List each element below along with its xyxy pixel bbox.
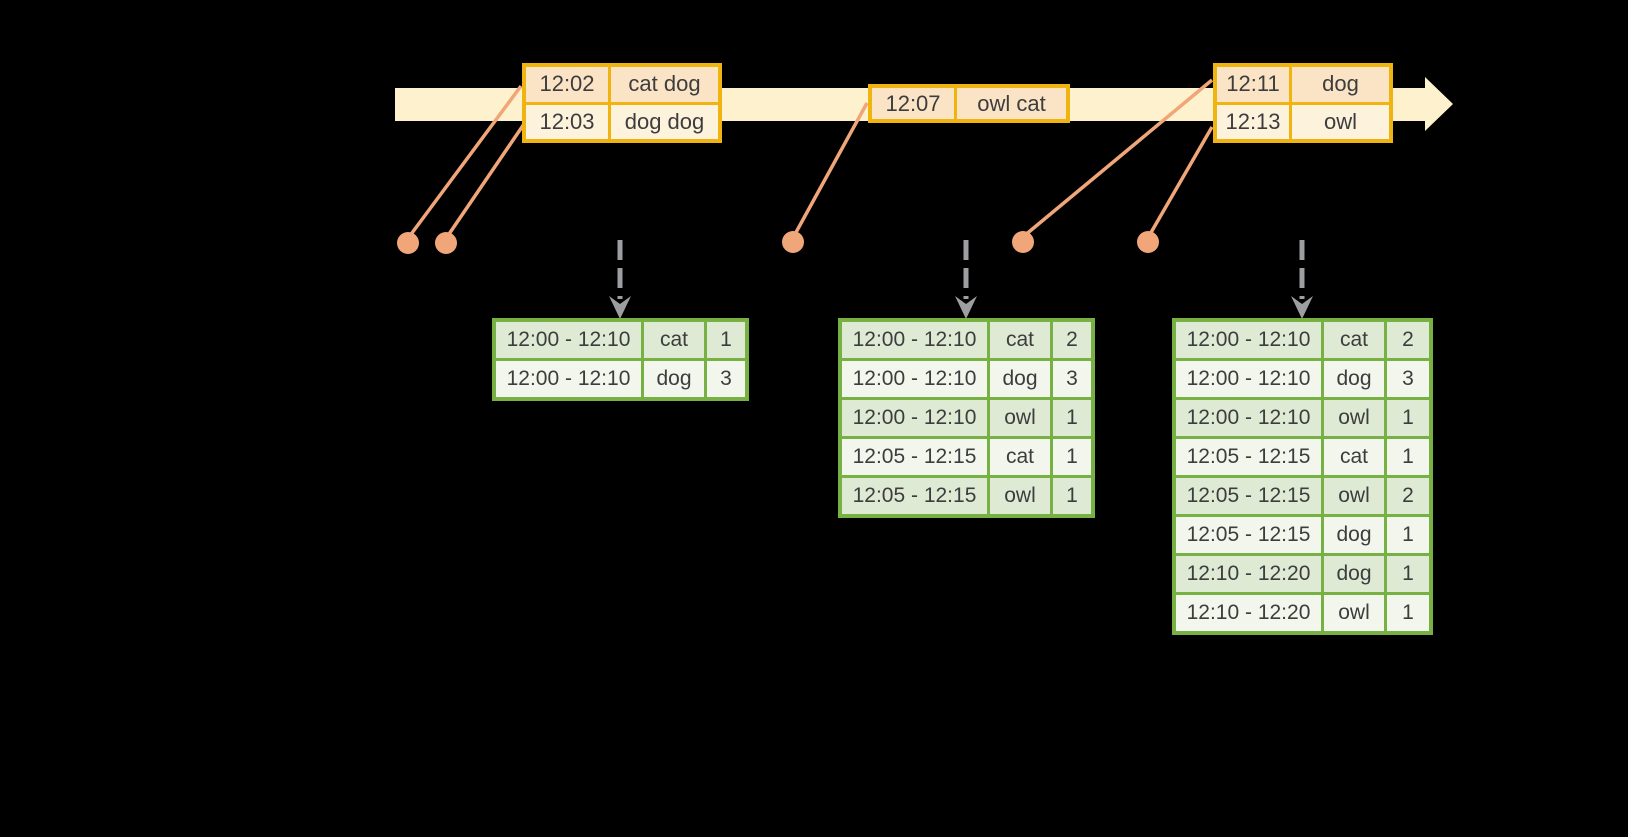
window-cell: 12:00 - 12:10	[842, 361, 990, 397]
word-cell: cat	[990, 439, 1053, 475]
word-cell: cat	[644, 322, 707, 358]
word-cell: dog	[644, 361, 707, 397]
count-cell: 2	[1066, 328, 1078, 351]
count-cell: 1	[1066, 484, 1078, 507]
window-cell: 12:00 - 12:10	[1176, 322, 1324, 358]
event-row: 12:03 dog dog	[526, 101, 718, 139]
event-connector-line	[1147, 126, 1214, 237]
trigger-arrow	[1291, 240, 1313, 319]
count-cell: 2	[1402, 328, 1414, 351]
window-cell: 12:05 - 12:15	[842, 439, 990, 475]
event-table-2: 12:07 owl cat	[868, 84, 1070, 123]
window-cell: 12:10 - 12:20	[1176, 595, 1324, 631]
trigger-arrow	[609, 240, 631, 319]
event-row: 12:02 cat dog	[526, 67, 718, 102]
event-table-1: 12:02 cat dog 12:03 dog dog	[522, 63, 722, 143]
word-cell: cat	[1324, 439, 1387, 475]
word-cell: owl	[1324, 478, 1387, 514]
window-cell: 12:00 - 12:10	[1176, 400, 1324, 436]
event-connector-line	[407, 84, 523, 239]
event-words-cell: owl cat	[977, 90, 1046, 116]
event-dot	[435, 232, 457, 254]
count-cell: 3	[720, 367, 732, 390]
event-dot	[1137, 231, 1159, 253]
window-cell: 12:05 - 12:15	[842, 478, 990, 514]
event-dot	[1012, 231, 1034, 253]
window-cell: 12:00 - 12:10	[842, 400, 990, 436]
window-cell: 12:05 - 12:15	[1176, 517, 1324, 553]
word-cell: dog	[1324, 556, 1387, 592]
event-words-cell: dog dog	[624, 108, 705, 134]
count-cell: 1	[1402, 601, 1414, 624]
event-time-cell: 12:03	[526, 104, 611, 139]
word-cell: dog	[1324, 517, 1387, 553]
trigger-arrow	[955, 240, 977, 319]
event-connector-line	[445, 123, 526, 238]
event-dot	[782, 231, 804, 253]
word-cell: owl	[990, 478, 1053, 514]
event-dot	[397, 232, 419, 254]
window-cell: 12:00 - 12:10	[1176, 361, 1324, 397]
word-cell: cat	[1324, 322, 1387, 358]
window-cell: 12:05 - 12:15	[1176, 439, 1324, 475]
word-cell: owl	[990, 400, 1053, 436]
count-cell: 1	[1402, 523, 1414, 546]
word-cell: owl	[1324, 595, 1387, 631]
count-cell: 1	[1066, 406, 1078, 429]
event-row: 12:13 owl	[1217, 101, 1389, 139]
event-row: 12:11 dog	[1217, 67, 1389, 102]
count-cell: 1	[1066, 445, 1078, 468]
count-cell: 3	[1066, 367, 1078, 390]
count-cell: 3	[1402, 367, 1414, 390]
window-cell: 12:10 - 12:20	[1176, 556, 1324, 592]
event-time-cell: 12:11	[1217, 67, 1292, 102]
event-words-cell: dog	[1322, 71, 1359, 97]
count-cell: 1	[1402, 445, 1414, 468]
window-cell: 12:00 - 12:10	[496, 322, 644, 358]
event-time-cell: 12:13	[1217, 104, 1292, 139]
event-row: 12:07 owl cat	[872, 88, 1066, 119]
event-words-cell: owl	[1323, 108, 1357, 134]
event-words-cell: cat dog	[628, 71, 701, 97]
count-cell: 1	[1402, 406, 1414, 429]
timeline-arrowhead	[1425, 77, 1453, 131]
event-connector-line	[792, 102, 869, 237]
window-cell: 12:05 - 12:15	[1176, 478, 1324, 514]
count-cell: 1	[1402, 562, 1414, 585]
event-time-cell: 12:02	[526, 67, 611, 102]
event-connector-line	[1022, 78, 1214, 238]
word-cell: dog	[1324, 361, 1387, 397]
event-time-cell: 12:07	[872, 88, 957, 119]
window-cell: 12:00 - 12:10	[842, 322, 990, 358]
event-table-3: 12:11 dog 12:13 owl	[1213, 63, 1393, 143]
word-cell: owl	[1324, 400, 1387, 436]
word-cell: cat	[990, 322, 1053, 358]
word-cell: dog	[990, 361, 1053, 397]
count-cell: 2	[1402, 484, 1414, 507]
count-cell: 1	[720, 328, 732, 351]
window-cell: 12:00 - 12:10	[496, 361, 644, 397]
